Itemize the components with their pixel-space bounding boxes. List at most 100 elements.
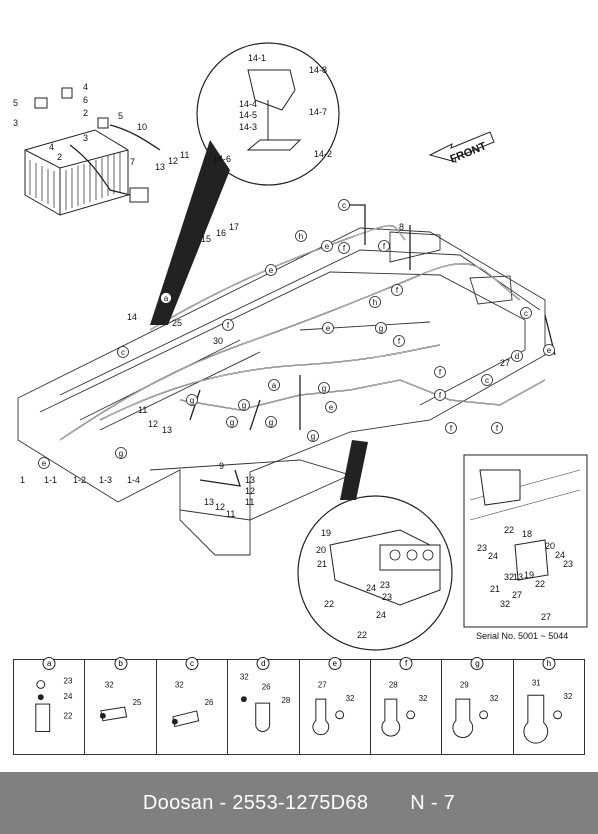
- clamp-g-drawing: 29 32: [452, 680, 499, 738]
- legend-label: 32: [490, 694, 499, 703]
- callout-marker: e: [322, 322, 334, 334]
- clamp-f-drawing: 28 32: [381, 680, 427, 737]
- part-label-2: 2: [83, 108, 88, 118]
- legend-label: 24: [64, 692, 73, 701]
- part-labels: 4 5 6 2 5 3 10 3 4 2 11 12 7 13 17 16 15…: [13, 82, 573, 640]
- svg-text:f: f: [496, 424, 499, 433]
- callout-marker: f: [491, 422, 503, 434]
- part-label-23c: 23: [477, 543, 487, 553]
- svg-text:g: g: [322, 384, 326, 393]
- part-label-12b: 12: [148, 419, 158, 429]
- part-label-7: 7: [130, 157, 135, 167]
- svg-text:g: g: [242, 401, 246, 410]
- callout-marker: g: [265, 416, 277, 428]
- legend-label: 32: [563, 692, 572, 701]
- footer-part-number: Doosan - 2553-1275D68: [142, 791, 369, 814]
- part-label-11d: 11: [226, 509, 235, 519]
- part-label-22b: 22: [357, 630, 367, 640]
- svg-text:g: g: [119, 449, 123, 458]
- svg-text:g: g: [311, 432, 315, 441]
- part-label-16: 16: [216, 228, 226, 238]
- part-label-5: 5: [13, 98, 18, 108]
- clamp-b-drawing: 32 25: [100, 680, 142, 722]
- part-label-6: 6: [83, 95, 88, 105]
- callout-marker: e: [38, 457, 50, 469]
- svg-text:h: h: [299, 232, 303, 241]
- legend-label: 28: [389, 680, 398, 689]
- svg-text:f: f: [439, 391, 442, 400]
- clamp-c-drawing: 32 26: [171, 680, 214, 728]
- callout-marker: h: [295, 230, 307, 242]
- front-direction-arrow: FRONT: [428, 131, 495, 166]
- legend-cell-a: a 23 24 22: [14, 657, 86, 754]
- legend-key: c: [185, 657, 199, 670]
- callout-marker: f: [391, 284, 403, 296]
- callout-marker: g: [115, 447, 127, 459]
- callout-marker: f: [445, 422, 457, 434]
- part-label-13c: 13: [245, 475, 255, 485]
- svg-text:g: g: [190, 396, 194, 405]
- legend-label: 32: [345, 694, 354, 703]
- part-label-32: 32: [504, 572, 514, 582]
- svg-text:c: c: [524, 309, 528, 318]
- part-label-15: 15: [201, 234, 211, 244]
- part-label-1-2: 1-2: [73, 475, 86, 485]
- legend-label: 26: [262, 682, 271, 691]
- callout-marker: e: [321, 240, 333, 252]
- part-label-27: 27: [500, 358, 510, 368]
- svg-text:e: e: [329, 403, 334, 412]
- legend-key: a: [42, 657, 56, 670]
- callout-marker: f: [338, 242, 350, 254]
- callout-marker: d: [511, 350, 523, 362]
- part-label-14-5: 14-5: [239, 110, 257, 120]
- svg-text:f: f: [450, 424, 453, 433]
- part-label-11: 11: [180, 150, 189, 160]
- part-label-24: 24: [366, 583, 376, 593]
- part-label-9: 9: [219, 461, 224, 471]
- svg-text:h: h: [373, 298, 377, 307]
- legend-key: e: [328, 657, 342, 670]
- part-label-14-4: 14-4: [239, 99, 257, 109]
- svg-text:e: e: [269, 266, 274, 275]
- svg-text:f: f: [227, 321, 230, 330]
- part-label-13d: 13: [204, 497, 214, 507]
- part-label-5b: 5: [118, 111, 123, 121]
- part-label-14-1: 14-1: [248, 53, 266, 63]
- part-label-11b: 11: [138, 405, 147, 415]
- callout-marker: f: [222, 319, 234, 331]
- part-label-14-6: 14-6: [213, 154, 231, 164]
- part-label-22d: 22: [535, 579, 545, 589]
- callout-marker: g: [307, 430, 319, 442]
- part-label-23b: 23: [382, 592, 392, 602]
- svg-text:f: f: [383, 242, 386, 251]
- part-label-4: 4: [83, 82, 88, 92]
- legend-key: h: [542, 657, 556, 670]
- legend-label: 27: [317, 680, 326, 689]
- part-label-14-8: 14-8: [309, 65, 327, 75]
- legend-key: d: [256, 657, 270, 670]
- part-label-21: 21: [317, 559, 327, 569]
- callout-markers: a c h e f f e f h f e g c c f e d c a g …: [38, 199, 555, 469]
- part-label-24c: 24: [488, 551, 498, 561]
- svg-text:f: f: [398, 337, 401, 346]
- svg-text:f: f: [439, 368, 442, 377]
- callout-marker: f: [378, 240, 390, 252]
- legend-label: 32: [105, 680, 114, 689]
- callout-marker: h: [369, 296, 381, 308]
- callout-marker: e: [325, 401, 337, 413]
- part-label-27b: 27: [512, 590, 522, 600]
- callout-marker: g: [318, 382, 330, 394]
- clamp-h-drawing: 31 32: [523, 679, 572, 744]
- callout-marker: e: [543, 344, 555, 356]
- part-label-20: 20: [316, 545, 326, 555]
- legend-key: g: [470, 657, 484, 670]
- callout-marker: f: [393, 335, 405, 347]
- part-label-13e: 13: [513, 572, 523, 582]
- callout-marker: e: [265, 264, 277, 276]
- legend-cell-h: h 31 32: [514, 657, 584, 754]
- part-label-27c: 27: [541, 612, 551, 622]
- part-label-25: 25: [172, 318, 182, 328]
- legend-label: 25: [133, 698, 142, 707]
- part-label-30: 30: [213, 336, 223, 346]
- svg-text:a: a: [272, 381, 277, 390]
